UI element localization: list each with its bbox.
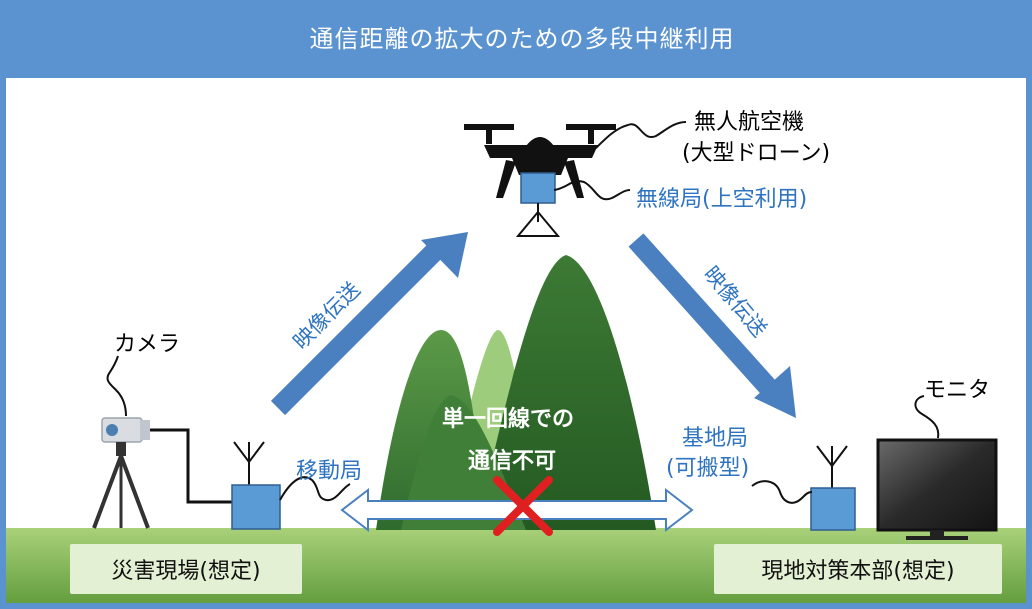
mountains <box>376 255 656 530</box>
downlink-arrow <box>628 233 796 418</box>
drone-station-leader <box>553 180 631 201</box>
monitor-label: モニタ <box>924 378 991 403</box>
base-station-line1: 基地局 <box>682 426 749 451</box>
monitor-icon <box>876 438 998 540</box>
drone-station-label: 無線局(上空利用) <box>636 187 808 212</box>
mobile-station-label: 移動局 <box>296 459 363 484</box>
camera-cable <box>150 428 232 504</box>
hq-site-label: 現地対策本部(想定) <box>761 559 955 584</box>
mobile-station-icon <box>231 441 281 530</box>
uplink-arrow <box>270 232 468 416</box>
obstacle-text-line2: 通信不可 <box>468 449 557 474</box>
base-station-icon <box>810 445 856 531</box>
blocked-cross-icon <box>493 476 553 536</box>
drone-icon <box>464 124 616 237</box>
disaster-site-label: 災害現場(想定) <box>111 559 261 584</box>
hq-site-box: 現地対策本部(想定) <box>714 544 1002 594</box>
disaster-site-box: 災害現場(想定) <box>70 544 302 594</box>
drone-name-line1: 無人航空機 <box>694 110 805 135</box>
obstacle-text-line1: 単一回線での <box>442 407 575 432</box>
monitor-leader <box>914 395 940 439</box>
mobile-station-leader <box>279 476 351 502</box>
page-title: 通信距離の拡大のための多段中継利用 <box>6 0 1026 78</box>
scene-graphics <box>6 121 1026 603</box>
drone-name-line2: (大型ドローン) <box>682 141 831 166</box>
drone-name-leader <box>595 121 687 149</box>
camera-tripod-icon <box>92 417 150 529</box>
camera-leader <box>106 355 127 417</box>
camera-label: カメラ <box>114 332 181 357</box>
base-station-line2: (可搬型) <box>666 456 750 481</box>
base-station-leader <box>751 480 813 504</box>
